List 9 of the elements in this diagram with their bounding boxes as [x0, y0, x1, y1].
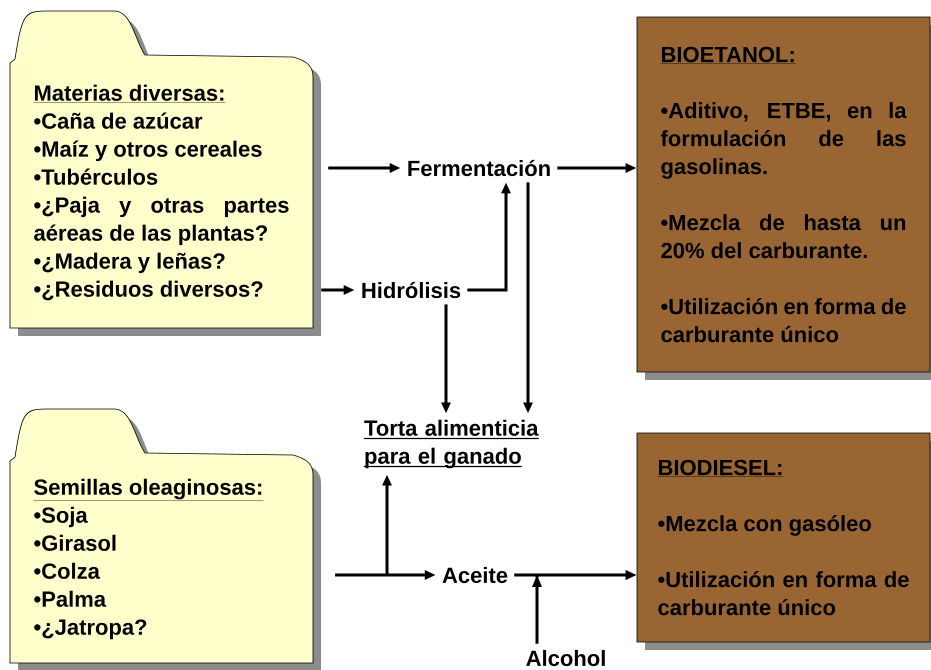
- info-box: BIOETANOL: •Aditivo, ETBE, en la formulación de las gasolinas. •Mezcla de hasta un 20% del carburante. •Utilización en forma de carburante único: [636, 16, 931, 380]
- step-label: Alcohol: [526, 650, 605, 666]
- step-label: Aceite: [442, 566, 508, 584]
- step-label: Fermentación: [408, 160, 550, 176]
- step-label: Torta alimenticia para el ganado: [364, 420, 539, 468]
- info-box: BIODIESEL: •Mezcla con gasóleo •Utilización en forma de carburante único: [636, 432, 931, 650]
- folder-box: Semillas oleaginosas: •Soja •Girasol •Colza •Palma •¿Jatropa?: [10, 408, 321, 670]
- step-label: Hidrólisis: [362, 282, 460, 298]
- folder-box: Materias diversas: •Caña de azúcar •Maíz y otros cereales •Tubérculos •¿Paja y otras partes aéreas de las plantas? •¿Madera y leñas? •¿Residuos diversos?: [10, 10, 321, 336]
